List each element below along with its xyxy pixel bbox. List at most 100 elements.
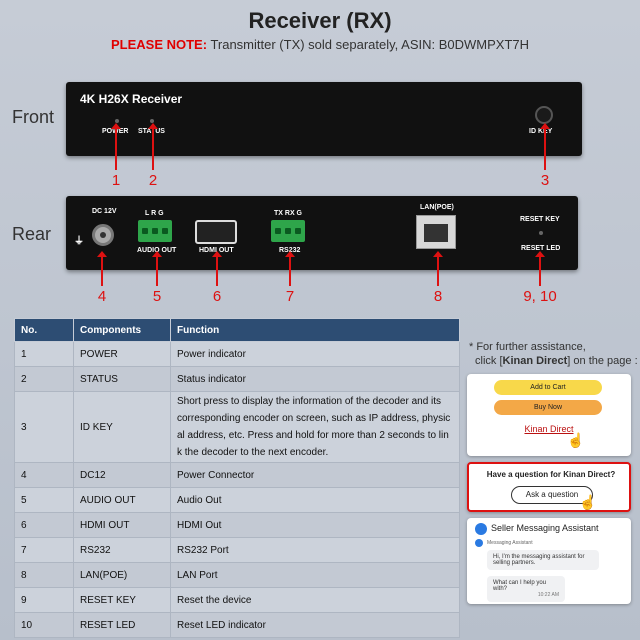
callout-9-10: 9, 10 xyxy=(523,288,557,305)
rear-label: Rear xyxy=(12,224,52,244)
callout-arrow-3 xyxy=(540,123,550,170)
cell-function: Reset the device xyxy=(170,587,460,613)
assistant-message-2: What can I help you with? 10:22 AM xyxy=(487,576,565,602)
cell-no: 1 xyxy=(14,341,74,367)
note-prefix: PLEASE NOTE: xyxy=(110,37,208,52)
messaging-panel: Seller Messaging Assistant Messaging Ass… xyxy=(467,518,631,604)
header-components: Components xyxy=(73,318,171,342)
hdmi-out-port xyxy=(195,220,237,244)
help-text: * For further assistance, click [Kinan D… xyxy=(469,340,638,368)
lan-poe-port xyxy=(416,215,456,249)
help-line-2-prefix: click [ xyxy=(475,355,503,367)
add-to-cart-button[interactable]: Add to Cart xyxy=(494,380,602,395)
pointer-hand-icon: ☝ xyxy=(567,432,585,448)
cell-component: ID KEY xyxy=(73,391,171,463)
note: PLEASE NOTE: Transmitter (TX) sold separ… xyxy=(0,37,640,52)
pointer-hand-icon: ☝ xyxy=(579,494,597,510)
assistant-message-1: Hi, I'm the messaging assistant for sell… xyxy=(487,550,599,570)
cell-no: 9 xyxy=(14,587,74,613)
kinan-direct-link[interactable]: Kinan Direct xyxy=(524,424,574,434)
assistant-title: Seller Messaging Assistant xyxy=(491,523,599,533)
cell-no: 10 xyxy=(14,612,74,638)
help-line-2: click [Kinan Direct] on the page : xyxy=(469,354,638,368)
rs232-label: RS232 xyxy=(279,247,300,254)
question-heading: Have a question for Kinan Direct? xyxy=(486,470,616,479)
cell-no: 5 xyxy=(14,487,74,513)
cell-function: LAN Port xyxy=(170,562,460,588)
callout-8: 8 xyxy=(433,288,443,305)
cell-function: Status indicator xyxy=(170,366,460,392)
header-no: No. xyxy=(14,318,74,342)
cell-component: STATUS xyxy=(73,366,171,392)
status-led xyxy=(150,119,154,123)
note-text: Transmitter (TX) sold separately, ASIN: … xyxy=(207,37,530,52)
help-line-1: * For further assistance, xyxy=(469,341,586,353)
cell-function: Reset LED indicator xyxy=(170,612,460,638)
hdmi-out-label: HDMI OUT xyxy=(199,247,234,254)
cell-component: DC12 xyxy=(73,462,171,488)
dc-power-jack xyxy=(92,224,114,246)
reset-key-button[interactable] xyxy=(539,231,543,235)
id-key-button[interactable] xyxy=(535,106,553,124)
cell-no: 6 xyxy=(14,512,74,538)
callout-2: 2 xyxy=(148,172,158,189)
callout-arrow-8 xyxy=(433,251,443,286)
callout-arrow-9 xyxy=(535,251,545,286)
device-name: 4K H26X Receiver xyxy=(80,92,183,106)
cell-function: Audio Out xyxy=(170,487,460,513)
callout-5: 5 xyxy=(152,288,162,305)
status-label: STATUS xyxy=(138,128,165,135)
question-panel: Have a question for Kinan Direct? Ask a … xyxy=(467,462,631,512)
header-function: Function xyxy=(170,318,460,342)
rear-panel: ⏚ DC 12V L R G AUDIO OUT HDMI OUT TX RX … xyxy=(66,196,578,270)
cell-no: 8 xyxy=(14,562,74,588)
assistant-avatar-icon xyxy=(475,523,487,535)
callout-arrow-1 xyxy=(111,123,121,170)
help-line-2-suffix: ] on the page : xyxy=(567,355,638,367)
cell-function: Power Connector xyxy=(170,462,460,488)
reset-led-label: RESET LED xyxy=(521,245,561,252)
id-key-label: ID KEY xyxy=(529,128,553,135)
ground-icon: ⏚ xyxy=(74,236,84,247)
callout-3: 3 xyxy=(540,172,550,189)
cell-component: RS232 xyxy=(73,537,171,563)
callout-4: 4 xyxy=(97,288,107,305)
cell-component: HDMI OUT xyxy=(73,512,171,538)
audio-out-terminal xyxy=(138,220,172,242)
cell-component: AUDIO OUT xyxy=(73,487,171,513)
cell-function: RS232 Port xyxy=(170,537,460,563)
audio-out-label: AUDIO OUT xyxy=(137,247,177,254)
callout-1: 1 xyxy=(111,172,121,189)
cell-no: 3 xyxy=(14,391,74,463)
cell-function: Short press to display the information o… xyxy=(170,391,460,463)
cell-component: RESET KEY xyxy=(73,587,171,613)
callout-6: 6 xyxy=(212,288,222,305)
cell-component: LAN(POE) xyxy=(73,562,171,588)
power-led xyxy=(115,119,119,123)
rs232-terminal xyxy=(271,220,305,242)
assistant-message-2-text: What can I help you with? xyxy=(493,580,547,592)
cell-no: 2 xyxy=(14,366,74,392)
dc-label: DC 12V xyxy=(92,208,117,215)
cell-component: RESET LED xyxy=(73,612,171,638)
callout-arrow-2 xyxy=(148,123,158,170)
ask-question-button[interactable]: Ask a question xyxy=(511,486,593,504)
cell-function: HDMI Out xyxy=(170,512,460,538)
buy-now-button[interactable]: Buy Now xyxy=(494,400,602,415)
callout-arrow-6 xyxy=(212,251,222,286)
cell-no: 4 xyxy=(14,462,74,488)
callout-arrow-4 xyxy=(97,251,107,286)
page-title: Receiver (RX) xyxy=(248,8,392,33)
lan-label: LAN(POE) xyxy=(420,204,454,211)
cell-component: POWER xyxy=(73,341,171,367)
assistant-subtitle: Messaging Assistant xyxy=(487,540,533,546)
message-timestamp: 10:22 AM xyxy=(537,592,559,598)
